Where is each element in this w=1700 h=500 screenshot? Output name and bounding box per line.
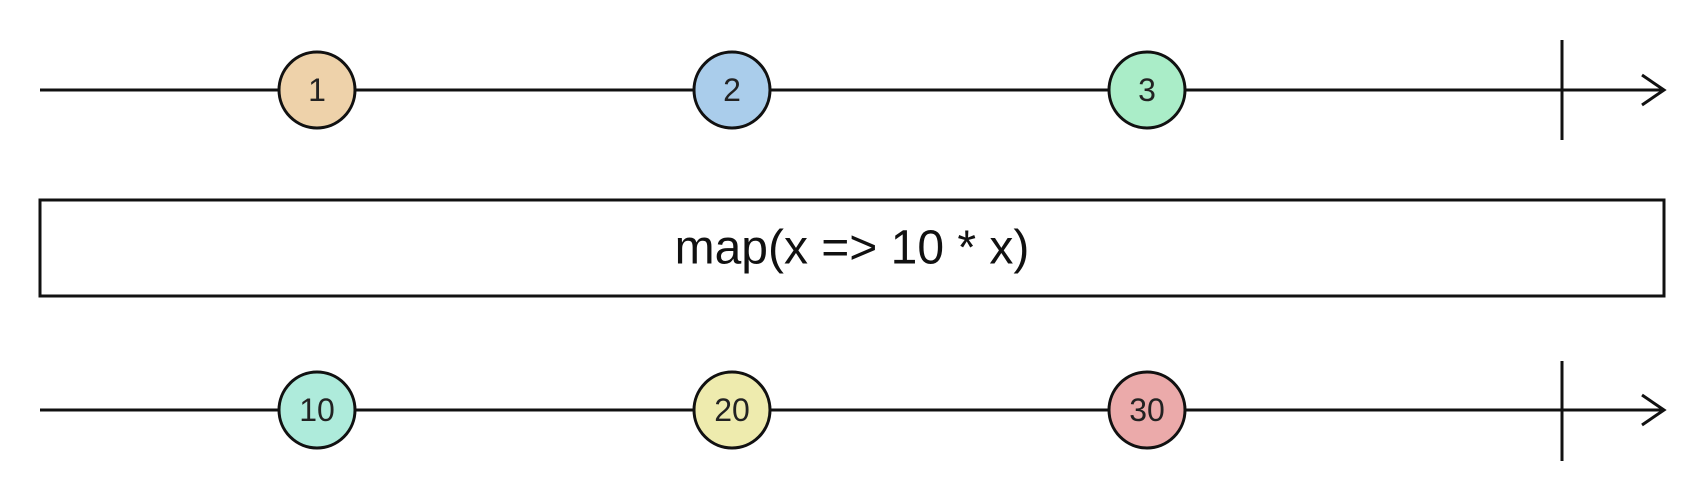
input-stream: 1 2 3 bbox=[40, 40, 1667, 140]
output-marble-circle bbox=[692, 370, 772, 450]
output-marble-circle bbox=[277, 370, 357, 450]
input-marble-label: 1 bbox=[308, 72, 326, 108]
input-arrowhead-icon bbox=[1641, 73, 1667, 107]
input-marble-circle bbox=[1107, 50, 1187, 130]
output-marble-label: 30 bbox=[1129, 392, 1165, 428]
input-marble: 1 bbox=[277, 50, 357, 130]
input-marble: 2 bbox=[692, 50, 772, 130]
input-marble: 3 bbox=[1107, 50, 1187, 130]
output-marble-circle bbox=[1107, 370, 1187, 450]
input-marble-circle bbox=[277, 50, 357, 130]
output-marble-label: 10 bbox=[299, 392, 335, 428]
output-marble: 10 bbox=[277, 370, 357, 450]
output-marble: 20 bbox=[692, 370, 772, 450]
input-marble-label: 3 bbox=[1138, 72, 1156, 108]
operator-box-border bbox=[38, 198, 1666, 298]
output-arrowhead-icon bbox=[1641, 393, 1667, 427]
output-stream: 10 20 30 bbox=[40, 361, 1667, 461]
operator-label: map(x => 10 * x) bbox=[675, 222, 1030, 275]
output-marble-label: 20 bbox=[714, 392, 750, 428]
input-marble-circle bbox=[692, 50, 772, 130]
operator-box: map(x => 10 * x) bbox=[38, 198, 1666, 298]
output-marble: 30 bbox=[1107, 370, 1187, 450]
input-marble-label: 2 bbox=[723, 72, 741, 108]
